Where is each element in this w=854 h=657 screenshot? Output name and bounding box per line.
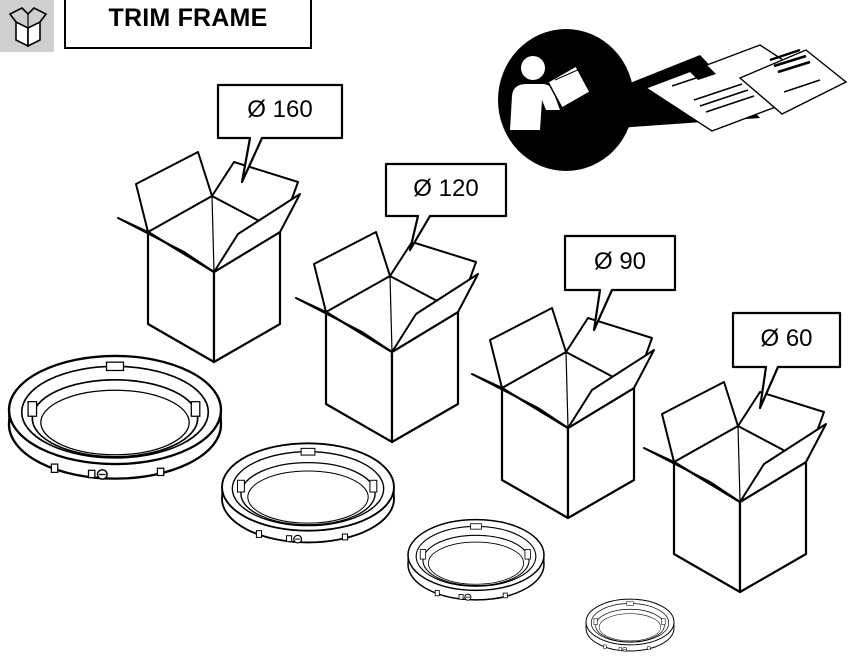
box-outline-icon [0,0,54,52]
box-120 [294,230,480,444]
callout-60 [731,311,842,410]
read-manual-icon [498,29,848,171]
callout-160 [216,83,344,184]
box-60 [642,380,828,594]
callout-90 [563,234,677,332]
title-box: TRIM FRAME [64,0,312,49]
callout-label-160: Ø 160 [247,96,313,123]
trim-frame-90 [407,518,545,601]
callout-label-120: Ø 120 [413,175,479,202]
box-160 [116,150,302,364]
trim-frame-160 [7,354,223,481]
box-90 [470,306,656,520]
trim-frame-60 [585,598,675,652]
trim-frame-120 [221,442,395,544]
callout-120 [384,162,508,252]
page-title: TRIM FRAME [108,4,268,32]
callout-label-90: Ø 90 [593,248,647,275]
callout-label-60: Ø 60 [760,325,813,352]
